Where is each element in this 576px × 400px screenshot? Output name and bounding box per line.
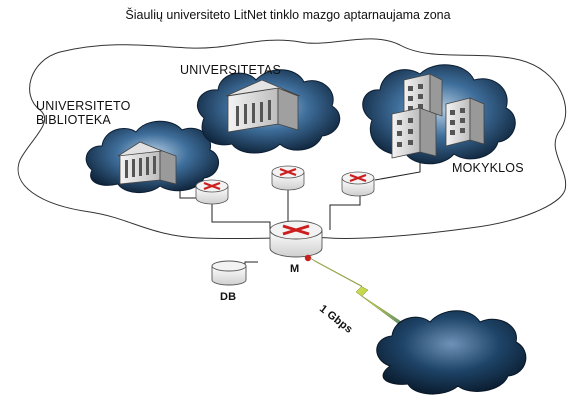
main-router-label: M [290, 263, 300, 275]
university-building-icon [225, 79, 301, 133]
schools-label: MOKYKLOS [452, 161, 524, 175]
library-label: UNIVERSITETO BIBLIOTEKA [36, 99, 131, 127]
database-label: DB [220, 291, 237, 303]
router-library-icon [195, 179, 229, 205]
school-buildings-icon [391, 73, 485, 159]
main-router-icon [269, 220, 323, 258]
library-label-line1: UNIVERSITETO [36, 99, 131, 113]
main-router-port [304, 254, 312, 262]
router-university-icon [271, 165, 305, 191]
library-label-line2: BIBLIOTEKA [36, 113, 111, 127]
library-building-icon [117, 141, 177, 185]
university-label: UNIVERSITETAS [180, 63, 281, 77]
database-icon [211, 260, 247, 286]
diagram-title: Šiaulių universiteto LitNet tinklo mazgo… [125, 8, 451, 22]
router-schools-icon [341, 171, 375, 197]
external-network-cloud [376, 310, 527, 395]
service-area-boundary [17, 38, 567, 240]
